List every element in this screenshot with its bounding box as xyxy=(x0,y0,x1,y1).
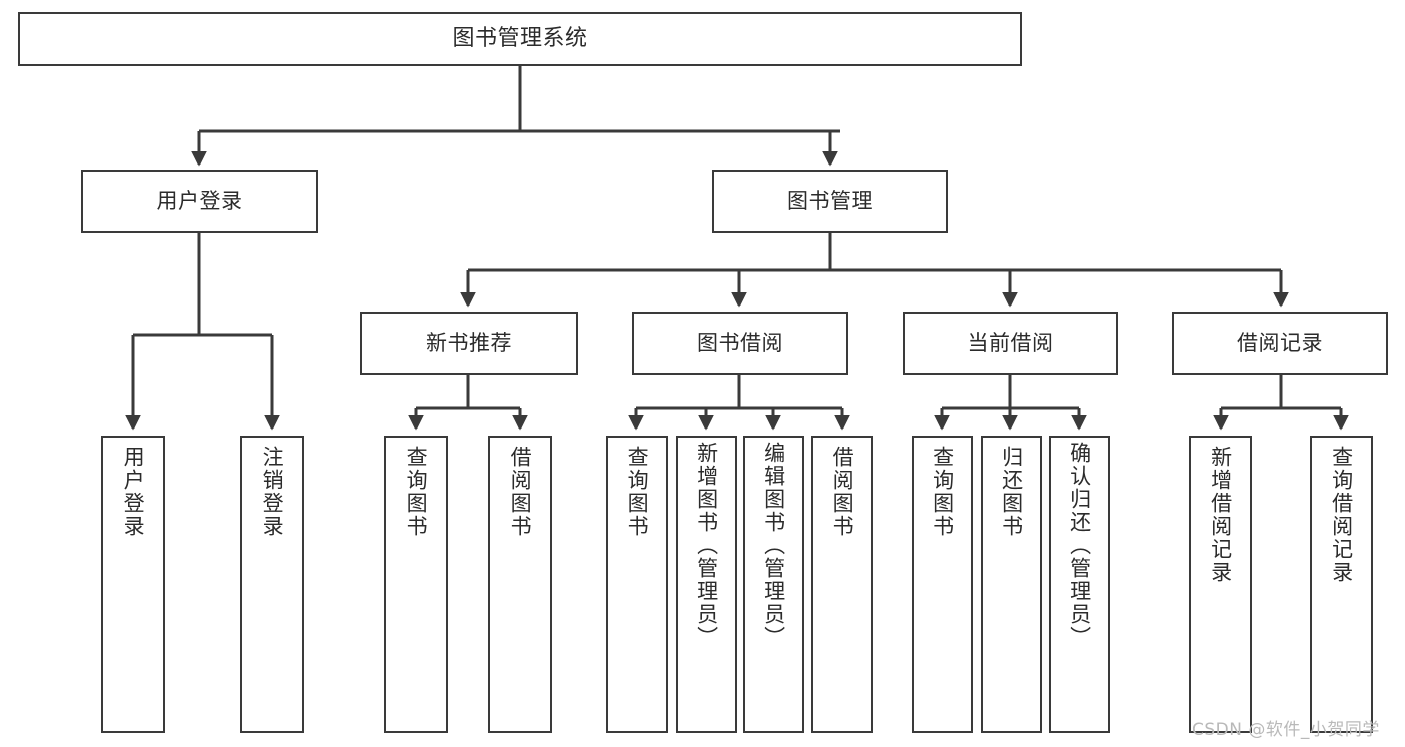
node-book-borrow[interactable]: 图书借阅 xyxy=(632,312,848,375)
leaf-edit-book-admin[interactable]: 编辑图书（管理员） xyxy=(743,436,804,733)
leaf-query-book-borrow[interactable]: 查询图书 xyxy=(606,436,668,733)
node-label: 新增图书（管理员） xyxy=(694,442,719,649)
node-label: 图书借阅 xyxy=(697,330,783,355)
watermark-csdn: CSDN @软件_小贺同学 xyxy=(1192,720,1380,740)
node-current-borrow[interactable]: 当前借阅 xyxy=(903,312,1118,375)
node-label: 新增借阅记录 xyxy=(1208,446,1233,584)
leaf-return-book[interactable]: 归还图书 xyxy=(981,436,1042,733)
node-label: 查询图书 xyxy=(930,446,955,538)
node-label: 查询借阅记录 xyxy=(1329,446,1354,584)
leaf-query-book-recommend[interactable]: 查询图书 xyxy=(384,436,448,733)
node-borrow-record[interactable]: 借阅记录 xyxy=(1172,312,1388,375)
node-user-login[interactable]: 用户登录 xyxy=(81,170,318,233)
node-label: 查询图书 xyxy=(404,446,429,538)
node-label: 查询图书 xyxy=(625,446,650,538)
node-label: 借阅图书 xyxy=(830,446,855,538)
node-label: 图书管理系统 xyxy=(452,25,588,51)
leaf-add-book-admin[interactable]: 新增图书（管理员） xyxy=(676,436,737,733)
node-label: 新书推荐 xyxy=(426,330,512,355)
node-root-system[interactable]: 图书管理系统 xyxy=(18,12,1022,66)
node-label: 归还图书 xyxy=(999,446,1024,538)
node-label: 编辑图书（管理员） xyxy=(761,442,786,649)
node-book-manage[interactable]: 图书管理 xyxy=(712,170,948,233)
leaf-query-book-current[interactable]: 查询图书 xyxy=(912,436,973,733)
leaf-logout-login[interactable]: 注销登录 xyxy=(240,436,304,733)
leaf-user-login[interactable]: 用户登录 xyxy=(101,436,165,733)
leaf-query-borrow-record[interactable]: 查询借阅记录 xyxy=(1310,436,1373,733)
node-label: 图书管理 xyxy=(787,188,873,213)
leaf-confirm-return-admin[interactable]: 确认归还（管理员） xyxy=(1049,436,1110,733)
node-label: 用户登录 xyxy=(121,446,146,538)
leaf-borrow-book-recommend[interactable]: 借阅图书 xyxy=(488,436,552,733)
node-label: 借阅图书 xyxy=(508,446,533,538)
node-new-book-recommend[interactable]: 新书推荐 xyxy=(360,312,578,375)
node-label: 借阅记录 xyxy=(1237,330,1323,355)
node-label: 注销登录 xyxy=(260,446,285,538)
leaf-borrow-book[interactable]: 借阅图书 xyxy=(811,436,873,733)
leaf-add-borrow-record[interactable]: 新增借阅记录 xyxy=(1189,436,1252,733)
node-label: 确认归还（管理员） xyxy=(1067,442,1092,649)
node-label: 用户登录 xyxy=(156,188,243,213)
node-label: 当前借阅 xyxy=(967,330,1054,355)
